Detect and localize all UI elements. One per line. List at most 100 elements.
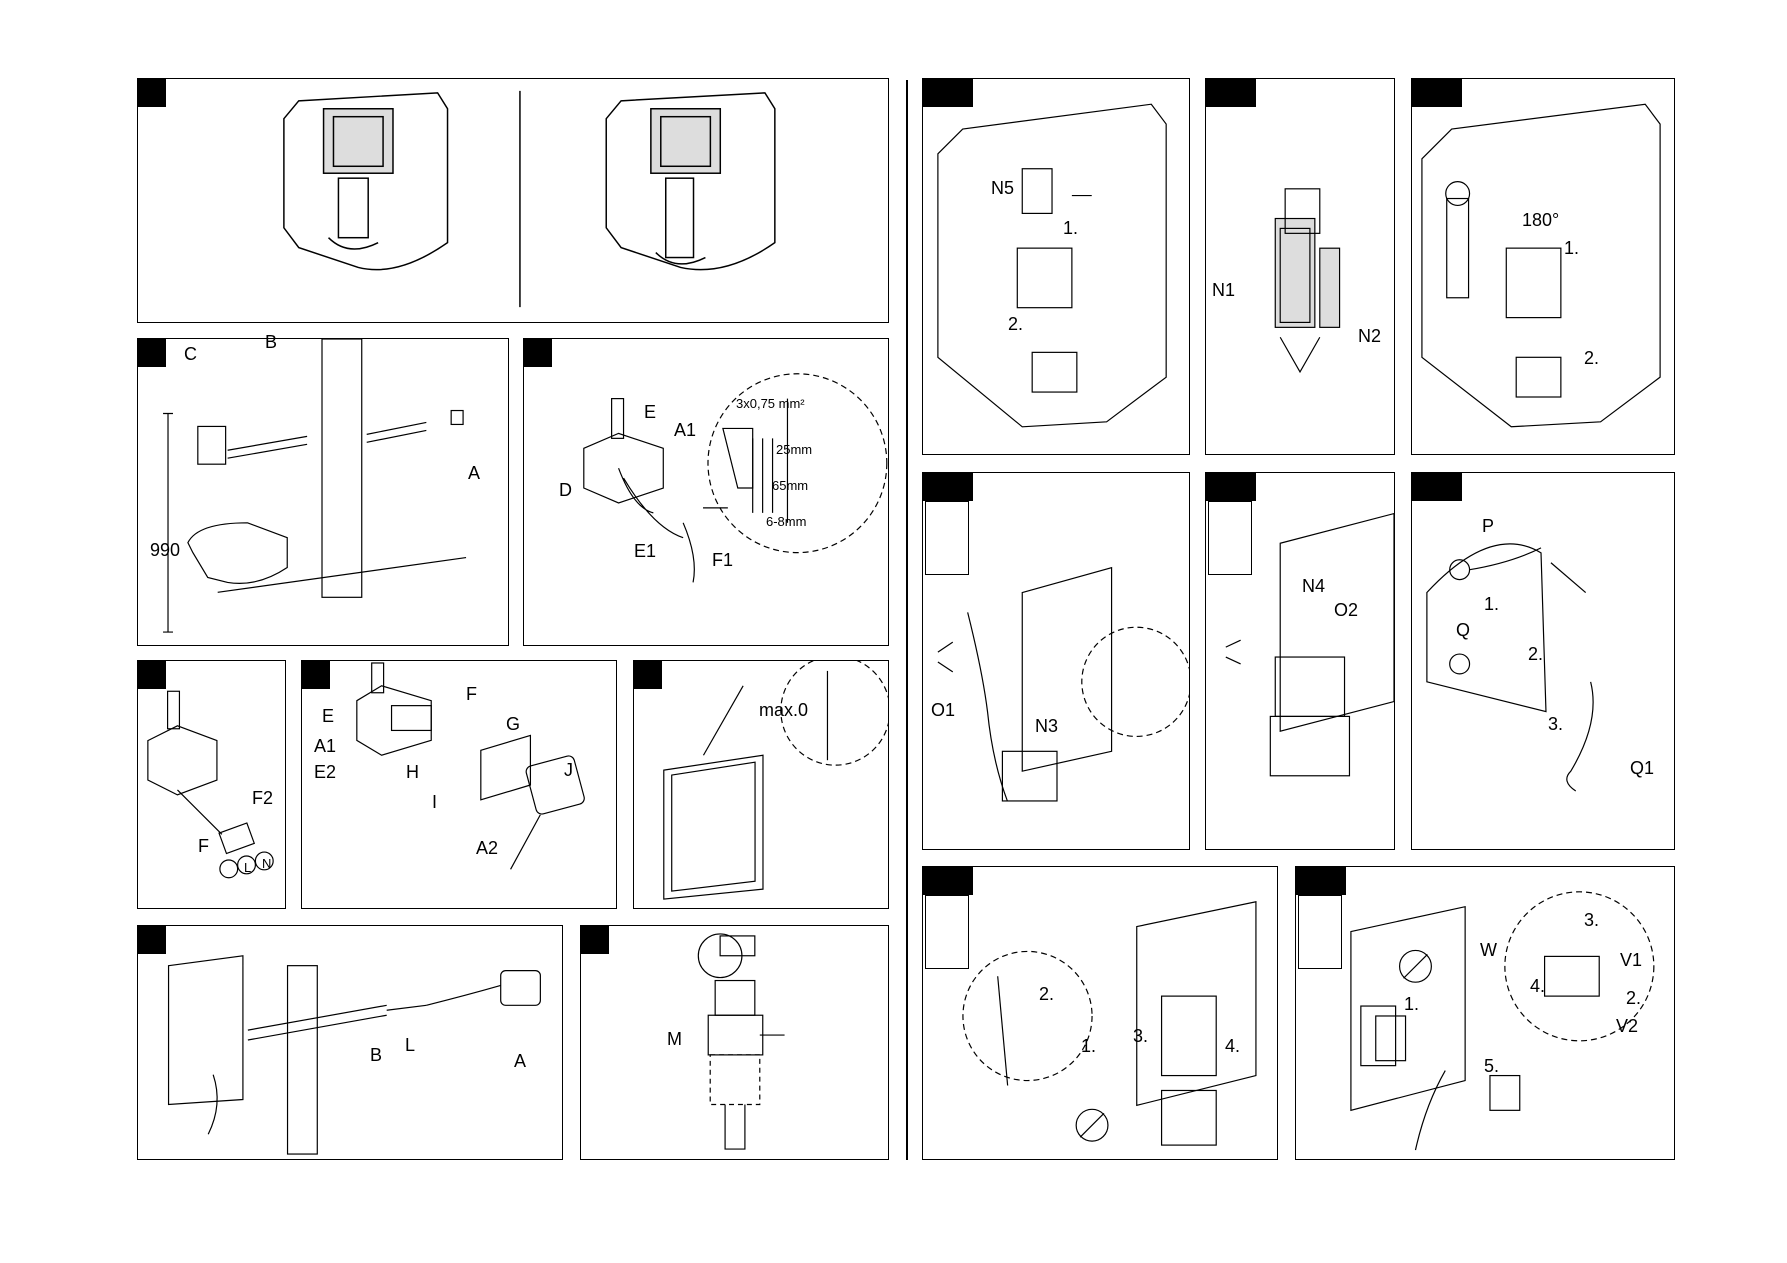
step-2: 2. xyxy=(1008,314,1024,334)
label-o1: O1 xyxy=(931,700,956,720)
label-e2: E2 xyxy=(314,762,337,782)
label-d: D xyxy=(559,480,572,500)
label-w: W xyxy=(1480,940,1497,960)
cistern-overview-illustration xyxy=(283,90,776,308)
rotation-180: 180° xyxy=(1522,210,1560,230)
step-tab xyxy=(1296,867,1346,895)
label-b: B xyxy=(370,1045,383,1065)
label-a2: A2 xyxy=(476,838,499,858)
step-tab xyxy=(634,661,662,689)
panel-cable-cut: O1 N3 xyxy=(922,472,1190,850)
valve-insert-illustration xyxy=(1225,512,1394,777)
fill-valve-rotate-illustration xyxy=(1421,103,1661,428)
step-tab xyxy=(923,473,973,501)
label-n1: N1 xyxy=(1212,280,1236,300)
label-h: H xyxy=(406,762,419,782)
step-tab xyxy=(138,926,166,954)
terminal-l: L xyxy=(244,860,252,875)
thumbnail-inset xyxy=(925,895,969,969)
label-e: E xyxy=(322,706,335,726)
panel-valve-adjust: M xyxy=(580,925,889,1160)
panel-flush-mount: max.0 xyxy=(633,660,889,909)
label-p: P xyxy=(1482,516,1495,536)
valve-reinstall-illustration xyxy=(962,901,1257,1146)
label-m: M xyxy=(667,1029,682,1049)
step-tab xyxy=(581,926,609,954)
valve-parts-illustration xyxy=(1274,188,1341,374)
flush-valve-removal-illustration xyxy=(937,103,1167,428)
panel-flush-valve-removal: N5 1. 2. xyxy=(922,78,1190,455)
cable-connection-illustration xyxy=(167,955,541,1155)
label-a: A xyxy=(514,1051,527,1071)
step-tab xyxy=(1412,473,1462,501)
label-n5: N5 xyxy=(991,178,1015,198)
step-2: 2. xyxy=(1626,988,1642,1008)
terminal-block-illustration xyxy=(147,690,274,879)
flush-mount-illustration xyxy=(663,661,888,900)
label-e: E xyxy=(644,402,657,422)
valve-adjust-illustration xyxy=(697,933,785,1150)
label-a: A xyxy=(468,463,481,483)
step-2: 2. xyxy=(1584,348,1600,368)
step-tab xyxy=(138,79,166,107)
label-b: B xyxy=(265,332,278,352)
label-j: J xyxy=(564,760,573,780)
step-tab xyxy=(1412,79,1462,107)
step-4: 4. xyxy=(1530,976,1546,996)
thumbnail-inset xyxy=(1298,895,1342,969)
installation-height-illustration xyxy=(163,339,467,633)
valve-assembly-illustration xyxy=(1350,891,1655,1151)
dimension-990: 990 xyxy=(150,540,181,560)
panel-installation-height: C B A 990 xyxy=(137,333,509,646)
step-1: 1. xyxy=(1564,238,1580,258)
step-2: 2. xyxy=(1039,984,1055,1004)
step-1: 1. xyxy=(1404,994,1420,1014)
cable-spec-label: 3x0,75 mm² xyxy=(736,396,805,411)
label-g: G xyxy=(506,714,521,734)
label-q1: Q1 xyxy=(1630,758,1655,778)
label-i: I xyxy=(432,792,438,812)
label-a1: A1 xyxy=(314,736,337,756)
step-tab xyxy=(302,661,330,689)
panel-valve-parts: N1 N2 xyxy=(1205,78,1395,455)
step-tab xyxy=(923,867,973,895)
panel-cable-stripping: E A1 D E1 F1 3x0,75 mm² 25mm 65mm 6-8mm xyxy=(523,338,889,646)
panel-cistern-overview xyxy=(137,78,889,323)
dimension-65mm: 65mm xyxy=(772,478,809,493)
panel-hose-connection: P 1. Q 2. 3. Q1 xyxy=(1411,472,1675,850)
step-3: 3. xyxy=(1548,714,1564,734)
step-tab xyxy=(524,339,552,367)
step-1: 1. xyxy=(1081,1036,1097,1056)
hose-connection-illustration xyxy=(1426,543,1594,792)
dimension-25mm: 25mm xyxy=(776,442,813,457)
thumbnail-inset xyxy=(1208,501,1252,575)
panel-sensor-mount: E F G A1 E2 H J I A2 xyxy=(301,660,617,909)
terminal-n: N xyxy=(262,856,272,871)
panel-fill-valve-rotate: 180° 1. 2. xyxy=(1411,78,1675,455)
panel-valve-insert: N4 O2 xyxy=(1205,472,1395,850)
label-f2: F2 xyxy=(252,788,274,808)
panel-valve-assembly: 3. W V1 4. 1. 2. V2 5. xyxy=(1295,866,1675,1160)
thumbnail-inset xyxy=(925,501,969,575)
label-f: F xyxy=(466,684,477,704)
label-n3: N3 xyxy=(1035,716,1059,736)
panel-cable-connection: B L A xyxy=(137,925,563,1160)
cable-cut-illustration xyxy=(937,566,1189,802)
sensor-mount-illustration xyxy=(356,662,585,870)
label-a1: A1 xyxy=(674,420,697,440)
step-4: 4. xyxy=(1225,1036,1241,1056)
label-l: L xyxy=(405,1035,416,1055)
cable-stripping-illustration xyxy=(583,373,888,583)
label-o2: O2 xyxy=(1334,600,1359,620)
step-1: 1. xyxy=(1063,218,1079,238)
label-v2: V2 xyxy=(1616,1016,1639,1036)
step-tab xyxy=(138,339,166,367)
label-f: F xyxy=(198,836,209,856)
label-q: Q xyxy=(1456,620,1471,640)
step-5: 5. xyxy=(1484,1056,1500,1076)
label-f1: F1 xyxy=(712,550,734,570)
dimension-6-8mm: 6-8mm xyxy=(766,514,807,529)
step-tab xyxy=(923,79,973,107)
max-zero-callout: max.0 xyxy=(759,700,809,720)
step-tab xyxy=(138,661,166,689)
